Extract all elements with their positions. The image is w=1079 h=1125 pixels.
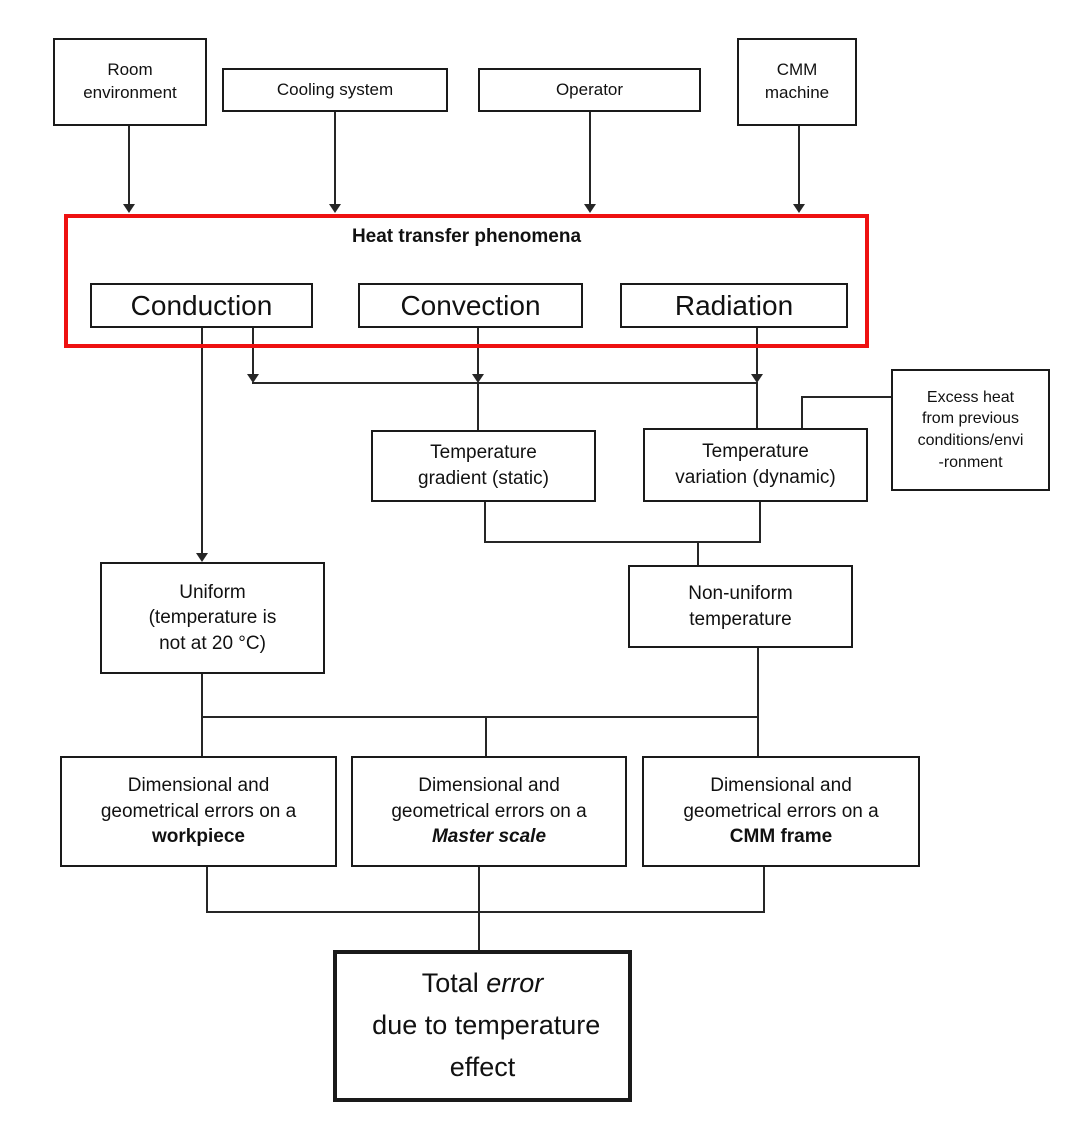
arrow-radiation-collector-shaft — [756, 327, 758, 375]
errors-cmmframe-line2: geometrical errors on a — [683, 800, 879, 822]
arrow-radiation-collector-head — [751, 374, 763, 383]
line-collector-master — [485, 716, 487, 756]
arrow-conduction-collector-head — [247, 374, 259, 383]
line-collector-workpiece — [201, 716, 203, 756]
total-error-text-1: Total — [421, 968, 487, 999]
errors-cmmframe-line1: Dimensional and — [710, 775, 852, 797]
line-workpiece-down — [206, 867, 208, 913]
errors-master-line2: geometrical errors on a — [391, 800, 587, 822]
arrow-convection-collector-head — [472, 374, 484, 383]
errors-master-line1: Dimensional and — [418, 775, 560, 797]
line-nonuniform-down — [757, 648, 759, 718]
node-non-uniform: Non-uniform temperature — [628, 565, 853, 648]
line-cmmframe-down — [763, 867, 765, 913]
errors-workpiece-line2: geometrical errors on a — [100, 800, 297, 822]
line-convection-gradient — [477, 383, 479, 430]
arrow-convection-collector-shaft — [477, 327, 479, 375]
node-errors-workpiece: Dimensional and geometrical errors on a … — [60, 756, 337, 867]
node-cooling-system: Cooling system — [222, 68, 448, 112]
node-excess-heat: Excess heat from previous conditions/env… — [891, 369, 1050, 491]
arrow-room-head — [123, 204, 135, 213]
arrow-operator-shaft — [589, 112, 591, 205]
heat-transfer-title: Heat transfer phenomena — [351, 226, 582, 247]
node-cmm-machine: CMM machine — [737, 38, 857, 126]
arrow-conduction-collector-shaft — [252, 327, 254, 375]
arrow-operator-head — [584, 204, 596, 213]
line-junction-nonuniform — [697, 541, 699, 565]
node-total-error: Total error due to temperature effect — [333, 950, 632, 1102]
line-excess-horizontal — [801, 396, 891, 398]
node-temperature-gradient: Temperature gradient (static) — [371, 430, 596, 502]
errors-workpiece-emphasis: workpiece — [152, 826, 245, 848]
arrow-conduction-uniform-head — [196, 553, 208, 562]
total-error-text-3: due to temperature effect — [364, 1010, 608, 1082]
arrow-cooling-shaft — [334, 112, 336, 205]
errors-master-emphasis: Master scale — [431, 826, 547, 848]
node-room-environment: Room environment — [53, 38, 207, 126]
heat-transfer-box — [64, 214, 869, 348]
line-errors-collector — [206, 911, 765, 913]
errors-cmmframe-emphasis: CMM frame — [729, 826, 833, 848]
node-operator: Operator — [478, 68, 701, 112]
line-variation-down — [759, 502, 761, 543]
line-master-total — [478, 867, 480, 950]
line-radiation-variation — [756, 383, 758, 428]
arrow-conduction-uniform-shaft — [201, 327, 203, 554]
node-conduction: Conduction — [90, 283, 313, 328]
line-collector-cmmframe — [757, 716, 759, 756]
line-phenomena-collector — [252, 382, 758, 384]
arrow-cooling-head — [329, 204, 341, 213]
line-gradient-down — [484, 502, 486, 543]
node-uniform: Uniform (temperature is not at 20 °C) — [100, 562, 325, 674]
node-convection: Convection — [358, 283, 583, 328]
node-radiation: Radiation — [620, 283, 848, 328]
node-errors-cmm-frame: Dimensional and geometrical errors on a … — [642, 756, 920, 867]
arrow-cmm-shaft — [798, 126, 800, 205]
errors-workpiece-line1: Dimensional and — [127, 775, 270, 797]
node-errors-master-scale: Dimensional and geometrical errors on a … — [351, 756, 627, 867]
line-temp-junction — [484, 541, 761, 543]
line-states-collector — [201, 716, 759, 718]
node-temperature-variation: Temperature variation (dynamic) — [643, 428, 868, 502]
arrow-cmm-head — [793, 204, 805, 213]
arrow-room-shaft — [128, 126, 130, 205]
line-uniform-down — [201, 674, 203, 718]
line-excess-vertical — [801, 396, 803, 428]
total-error-text-italic: error — [486, 968, 544, 999]
